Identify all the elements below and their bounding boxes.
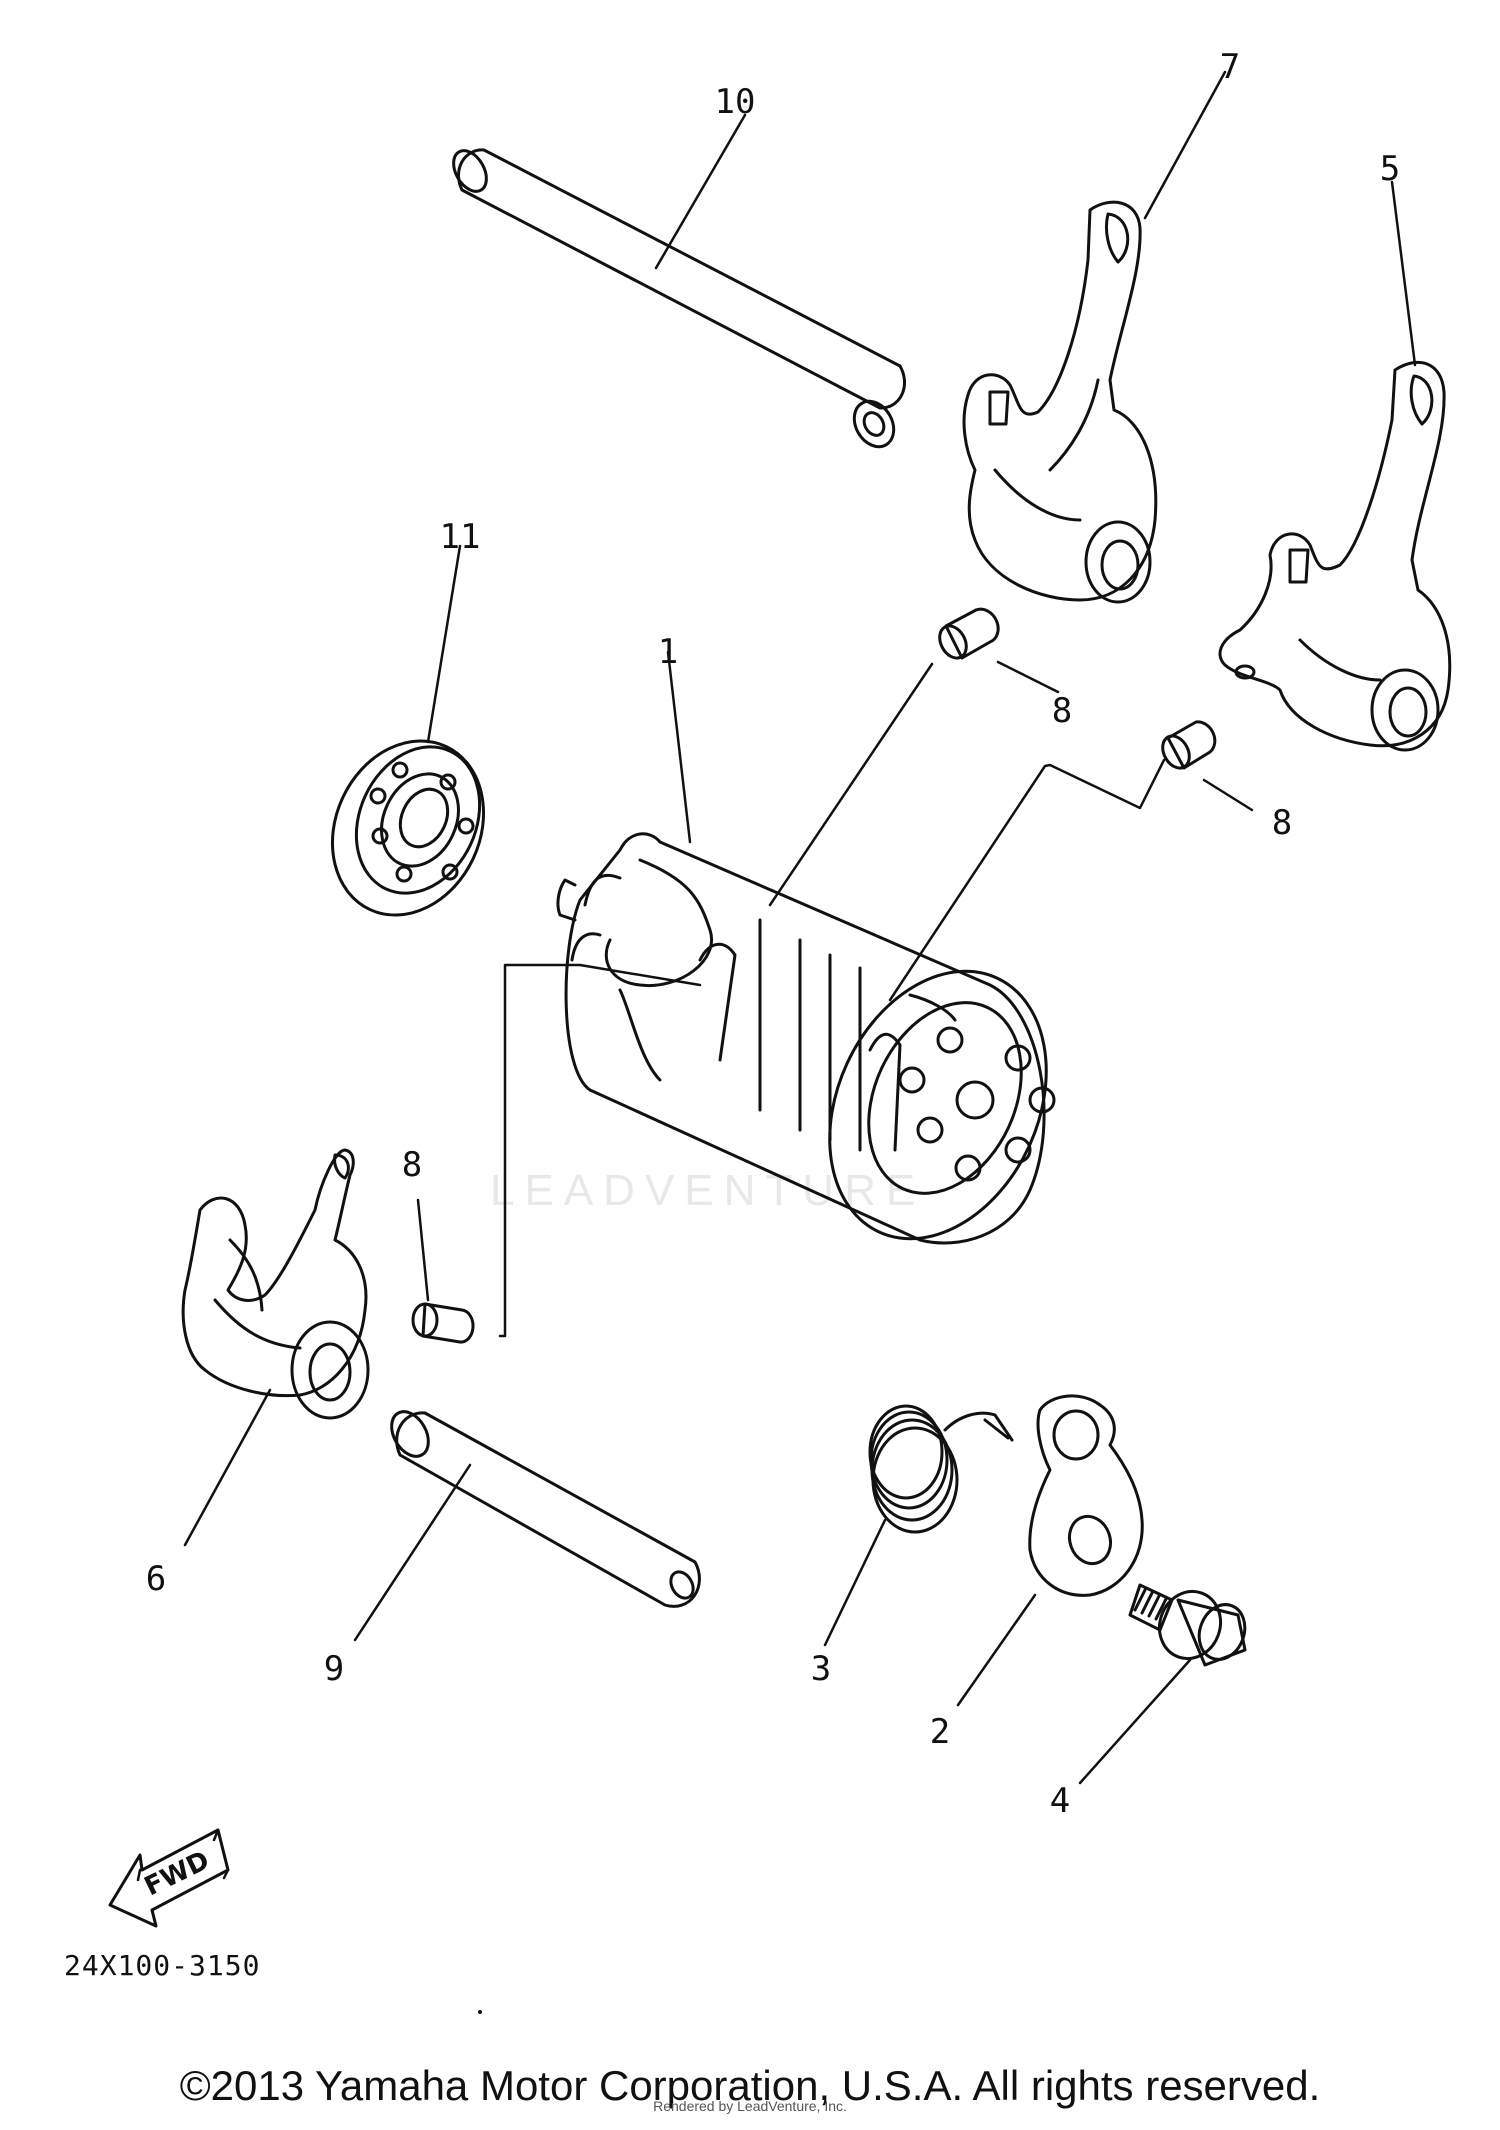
leader-lines (183, 70, 1417, 1785)
dowel-pin-8b[interactable] (1157, 720, 1217, 773)
shift-fork-5[interactable] (1218, 360, 1452, 752)
callout-4: 4 (1050, 1781, 1070, 1821)
shift-drum-1[interactable] (556, 832, 1088, 1274)
torsion-spring-3[interactable] (868, 1404, 1014, 1534)
callout-6: 6 (146, 1559, 166, 1599)
callout-10: 10 (715, 82, 756, 122)
callout-8b: 8 (1272, 803, 1292, 843)
rendered-by-notice: Rendered by LeadVenture, Inc. (653, 2098, 847, 2114)
callout-labels: 10 7 5 11 1 8 8 8 6 9 3 2 4 (146, 47, 1400, 1821)
guide-bar-9[interactable] (384, 1405, 701, 1608)
shift-fork-7[interactable] (962, 200, 1158, 604)
fwd-arrow: FWD (108, 1828, 230, 1928)
callout-8c: 8 (402, 1145, 422, 1185)
callout-1: 1 (658, 632, 678, 672)
bolt-4[interactable] (1128, 1583, 1252, 1667)
callout-3: 3 (811, 1649, 831, 1689)
diagram-code: 24X100-3150 (64, 1949, 260, 1982)
fwd-label: FWD (140, 1846, 214, 1903)
callout-5: 5 (1380, 149, 1400, 189)
callout-7: 7 (1220, 47, 1240, 87)
callout-8a: 8 (1052, 691, 1072, 731)
bearing-11[interactable] (305, 716, 512, 940)
dowel-pin-8c[interactable] (411, 1302, 475, 1344)
callout-11: 11 (440, 517, 481, 557)
stopper-lever-2[interactable] (1028, 1394, 1144, 1597)
watermark-text: LEADVENTURE (490, 1166, 925, 1215)
guide-bar-10[interactable] (447, 145, 907, 454)
copyright-notice: ©2013 Yamaha Motor Corporation, U.S.A. A… (179, 2062, 1321, 2109)
dowel-pin-8a[interactable] (934, 607, 1000, 663)
shift-fork-6[interactable] (181, 1148, 370, 1420)
callout-9: 9 (324, 1649, 344, 1689)
callout-2: 2 (930, 1712, 950, 1752)
